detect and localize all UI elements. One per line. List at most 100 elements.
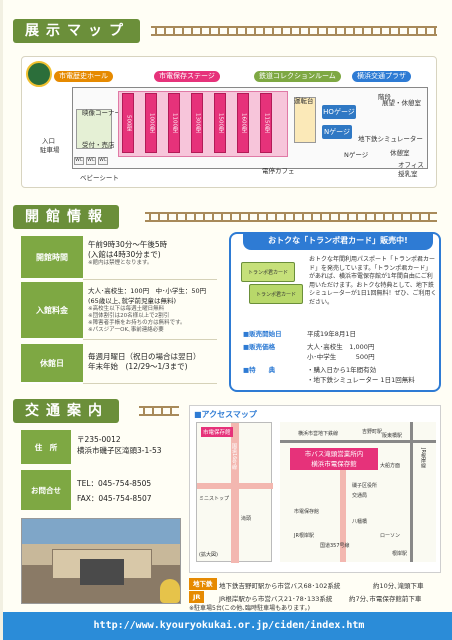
lounge-label: 休憩室 bbox=[390, 149, 410, 157]
direction-label: 大船方面 bbox=[380, 463, 401, 469]
isogo-label: 磯子区役所 bbox=[352, 483, 378, 489]
fee-line-1: 大人･高校生：100円 中･小学生：50円 bbox=[88, 287, 207, 295]
museum-logo-icon bbox=[26, 61, 52, 87]
benefit-1: ・購入日から1年間有効 bbox=[307, 366, 377, 374]
subway-line bbox=[280, 440, 436, 443]
access-map: ■アクセスマップ 市電保存館 国道16号線 ミニストップ (拡大図) 滝頭 市バ… bbox=[189, 405, 441, 573]
ministop-label: ミニストップ bbox=[199, 496, 230, 502]
section-title: 交通案内 bbox=[13, 399, 119, 423]
address-key: 住 所 bbox=[21, 430, 71, 464]
card-image-2: トランポ君カード bbox=[249, 284, 303, 304]
road bbox=[231, 423, 239, 563]
yoshino-station-label: 吉野町駅 bbox=[362, 429, 383, 435]
route-2-time: 約7分､市電保存館前下車 bbox=[349, 595, 422, 603]
hours-line-2: (入館は4時30分まで) bbox=[88, 250, 161, 259]
scale-label: (拡大図) bbox=[199, 552, 218, 558]
hours-line-1: 午前9時30分～午後5時 bbox=[88, 240, 168, 249]
inset-map: 市電保存館 国道16号線 ミニストップ (拡大図) 滝頭 bbox=[196, 422, 273, 563]
tram-car: 1500型 bbox=[214, 93, 226, 153]
mascot-icon bbox=[160, 579, 180, 603]
closed-key: 休館日 bbox=[21, 344, 83, 384]
lawson-label: ローソン bbox=[380, 533, 401, 539]
info-row-fee: 入館料金 大人･高校生：100円 中･小学生：50円 (65歳以上､就学前児童は… bbox=[21, 282, 217, 340]
fee-note-1: ※高校生以下は毎週土曜日無料 bbox=[88, 306, 165, 312]
route-tag-subway: 地下鉄 bbox=[189, 578, 217, 590]
simulator-label: 地下鉄シミュレーター bbox=[358, 135, 423, 143]
fax-number: FAX：045-754-8507 bbox=[77, 494, 152, 503]
fee-value: 大人･高校生：100円 中･小学生：50円 (65歳以上､就学前児童は無料) ※… bbox=[83, 282, 217, 340]
reception-area bbox=[76, 109, 112, 149]
section-header-info: 開館情報 bbox=[13, 204, 119, 230]
area-map: 市バス滝頭営業所内 横浜市電保存館 横浜市営地下鉄線 吉野町駅 阪東橋駅 JR根… bbox=[280, 422, 436, 562]
address-value: 〒235-0012 横浜市磯子区滝頭3-1-53 bbox=[77, 434, 162, 456]
tram-car: 500型 bbox=[122, 93, 134, 153]
inquiry-value: TEL：045-754-8505 FAX：045-754-8507 bbox=[77, 478, 152, 504]
jr-negishi-label: JR根岸駅 bbox=[294, 533, 314, 539]
reception-label: 受付・売店 bbox=[82, 141, 115, 149]
road bbox=[197, 483, 273, 489]
closed-line-1: 毎週月曜日（祝日の場合は翌日） bbox=[88, 352, 201, 361]
jr-line-label: JR根岸線 bbox=[420, 448, 426, 468]
tag-plaza: 横浜交通プラザ bbox=[352, 71, 411, 82]
route16-label: 国道16号線 bbox=[231, 443, 237, 470]
card-image: トランポ君カード bbox=[241, 262, 295, 282]
tag-stage: 市電保存ステージ bbox=[154, 71, 220, 82]
section-header-map: 展示マップ bbox=[13, 18, 140, 44]
kotsu-label: 交通局 bbox=[352, 493, 368, 499]
stairs-label: 階段 bbox=[378, 93, 391, 101]
entrance-label: 入口 bbox=[42, 137, 55, 145]
closed-value: 毎週月曜日（祝日の場合は翌日） 年末年始 (12/29～1/3まで) bbox=[83, 344, 217, 384]
jr-line bbox=[410, 422, 413, 562]
route-tag-jr: JR bbox=[189, 591, 205, 603]
tram-car: 1150型 bbox=[260, 93, 272, 153]
bandobashi-label: 阪東橋駅 bbox=[382, 433, 403, 439]
fee-note-4: ※パスジア一OK､事前連絡必要 bbox=[88, 327, 164, 333]
ngauge-small-label: Nゲージ bbox=[344, 151, 369, 159]
shiden-label: 市電保存館 bbox=[294, 509, 320, 515]
website-url[interactable]: http://www.kyouryokukai.or.jp/ciden/inde… bbox=[3, 612, 452, 640]
inquiry-key: お問合せ bbox=[21, 470, 71, 510]
hours-value: 午前9時30分～午後5時 (入館は4時30分まで) ※館内は禁煙となります。 bbox=[83, 236, 217, 280]
floor-map: 市電歴史ホール 市電保存ステージ 鉄道コレクションルーム 横浜交通プラザ 映像コ… bbox=[21, 56, 437, 188]
route16-road bbox=[340, 452, 346, 562]
card-description: おトクな年間利用パスポート「トランポ君カード」を発売しています。「トランポ君カー… bbox=[309, 256, 437, 306]
start-key: ■販売開始日 bbox=[243, 330, 282, 338]
driver-label: 運転台 bbox=[294, 97, 314, 105]
office-label: オフィス bbox=[398, 161, 424, 169]
nursing-label: 授乳室 bbox=[398, 170, 418, 178]
ho-gauge-display: HOゲージ bbox=[322, 105, 356, 119]
takigashira-label: 滝頭 bbox=[241, 516, 252, 522]
price-adult: 大人･高校生 1,000円 bbox=[307, 343, 375, 351]
negishi-station-label: 根岸駅 bbox=[392, 551, 408, 557]
yaguchi-label: 八幡橋 bbox=[352, 519, 368, 525]
video-corner-label: 映像コーナー bbox=[82, 109, 121, 117]
route-2-text: JR根岸駅から市営バス21･78･133系統 bbox=[219, 595, 333, 603]
access-title: ■アクセスマップ bbox=[194, 410, 257, 419]
wc-1: WC bbox=[74, 157, 84, 165]
price-child: 小･中学生 500円 bbox=[307, 353, 375, 361]
hours-note: ※館内は禁煙となります。 bbox=[88, 260, 153, 266]
rail-decoration bbox=[151, 26, 437, 36]
start-value: 平成19年8月1日 bbox=[307, 330, 357, 338]
wc-3: WC bbox=[98, 157, 108, 165]
section-title: 開館情報 bbox=[13, 205, 119, 229]
railway-room-area bbox=[294, 97, 316, 143]
card-title: おトクな「トランポ君カード」販売中! bbox=[243, 232, 433, 250]
parking-label: 駐車場 bbox=[40, 146, 60, 154]
observation-label: 展望・休憩室 bbox=[382, 99, 421, 107]
price-key: ■販売価格 bbox=[243, 343, 276, 351]
museum-callout: 市バス滝頭営業所内 横浜市電保存館 bbox=[290, 448, 378, 470]
subway-label: 横浜市営地下鉄線 bbox=[298, 431, 339, 437]
info-row-hours: 開館時間 午前9時30分～午後5時 (入館は4時30分まで) ※館内は禁煙となり… bbox=[21, 236, 217, 280]
museum-marker: 市電保存館 bbox=[201, 427, 233, 437]
tram-car: 1300型 bbox=[191, 93, 203, 153]
address-text: 横浜市磯子区滝頭3-1-53 bbox=[77, 446, 162, 455]
fee-note-3: ※障害者手帳をお持ちの方は無料です。 bbox=[88, 320, 186, 326]
wc-2: WC bbox=[86, 157, 96, 165]
rail-decoration bbox=[145, 212, 437, 222]
tag-railway-room: 鉄道コレクションルーム bbox=[254, 71, 341, 82]
section-title: 展示マップ bbox=[13, 19, 140, 43]
benefit-key: ■特 典 bbox=[243, 366, 276, 374]
route-1-time: 約10分､滝頭下車 bbox=[373, 582, 424, 590]
